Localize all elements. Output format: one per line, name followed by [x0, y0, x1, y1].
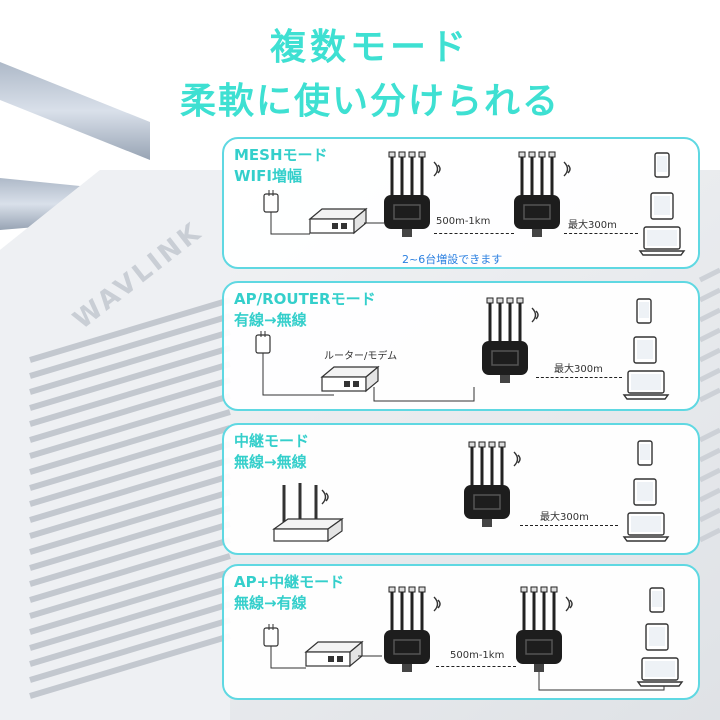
- mesh-router-icon: [382, 585, 432, 674]
- link-dash: [536, 377, 622, 378]
- device-label: ルーター/モデム: [324, 351, 398, 362]
- mesh-router-icon: [480, 296, 530, 385]
- phone-icon: [637, 440, 653, 466]
- laptop-icon: [623, 370, 669, 400]
- distance-label: 最大300m: [540, 512, 589, 523]
- mode-title-line-2: 有線→無線: [234, 311, 307, 329]
- modem-icon: [321, 366, 379, 392]
- mode-panel-ap-router: AP/ROUTERモード 有線→無線 ルーター/モデム 最大300m: [222, 281, 700, 411]
- distance-label: 最大300m: [554, 364, 603, 375]
- ap-router-diagram: [255, 296, 669, 402]
- repeater-diagram: [272, 440, 669, 543]
- distance-label: 最大300m: [568, 220, 617, 231]
- mesh-router-icon: [514, 585, 564, 674]
- wifi-waves-icon: [565, 596, 573, 612]
- power-plug-icon: [263, 189, 279, 213]
- mode-title: MESHモード WIFI増幅: [234, 145, 328, 187]
- wifi-waves-icon: [433, 596, 441, 612]
- wifi-waves-icon: [433, 161, 441, 177]
- power-plug-icon: [255, 330, 271, 354]
- mesh-router-icon: [512, 150, 562, 239]
- mode-title-line-2: 無線→無線: [234, 453, 307, 471]
- laptop-icon: [623, 512, 669, 542]
- tablet-icon: [633, 478, 657, 506]
- phone-icon: [636, 298, 652, 324]
- wireless-router-icon: [272, 483, 344, 543]
- mode-panel-ap-repeater: AP+中継モード 無線→有線 500m-1km: [222, 564, 700, 700]
- link-dash: [520, 525, 618, 526]
- mode-title-line-1: AP/ROUTERモード: [234, 290, 376, 308]
- phone-icon: [654, 152, 670, 178]
- mode-title: 中継モード 無線→無線: [234, 431, 309, 473]
- modem-icon: [309, 208, 367, 234]
- link-dash: [564, 233, 638, 234]
- mode-title-line-2: 無線→有線: [234, 594, 307, 612]
- ap-repeater-diagram: [263, 585, 683, 691]
- mode-title-line-1: AP+中継モード: [234, 573, 345, 591]
- wifi-waves-icon: [321, 489, 329, 505]
- link-dash: [436, 666, 516, 667]
- mesh-router-icon: [382, 150, 432, 239]
- headline-line-2: 柔軟に使い分けられる: [179, 81, 560, 122]
- distance-label: 500m-1km: [436, 216, 491, 227]
- headline-line-1: 複数モード: [269, 27, 470, 68]
- tablet-icon: [633, 336, 657, 364]
- tablet-icon: [645, 623, 669, 651]
- mode-title: AP+中継モード 無線→有線: [234, 572, 344, 614]
- modem-icon: [305, 641, 363, 667]
- wifi-waves-icon: [563, 161, 571, 177]
- mode-title-line-2: WIFI増幅: [234, 167, 302, 185]
- tablet-icon: [650, 192, 674, 220]
- mode-title: AP/ROUTERモード 有線→無線: [234, 289, 376, 331]
- mode-title-line-1: 中継モード: [234, 432, 310, 450]
- mesh-diagram: [263, 150, 685, 256]
- power-plug-icon: [263, 623, 279, 647]
- mode-panel-repeater: 中継モード 無線→無線 最大300m: [222, 423, 700, 555]
- laptop-icon: [639, 226, 685, 256]
- mode-title-line-1: MESHモード: [234, 146, 328, 164]
- wifi-waves-icon: [513, 451, 521, 467]
- expansion-note: 2~6台増設できます: [402, 253, 503, 266]
- link-dash: [434, 233, 514, 234]
- laptop-icon: [637, 657, 683, 687]
- distance-label: 500m-1km: [450, 650, 505, 661]
- phone-icon: [649, 587, 665, 613]
- mesh-router-icon: [462, 440, 512, 529]
- mode-panel-mesh: MESHモード WIFI増幅 500m-1km 最大300m 2~6台増設できま…: [222, 137, 700, 269]
- wifi-waves-icon: [531, 307, 539, 323]
